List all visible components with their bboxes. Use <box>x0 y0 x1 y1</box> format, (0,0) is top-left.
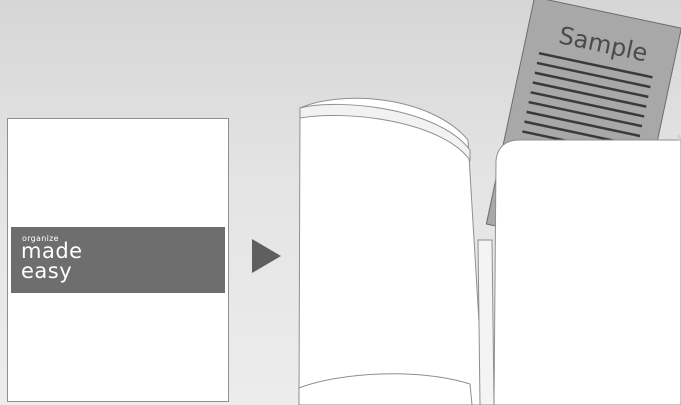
binder-spine <box>478 240 494 405</box>
binder-right-page <box>494 140 681 405</box>
